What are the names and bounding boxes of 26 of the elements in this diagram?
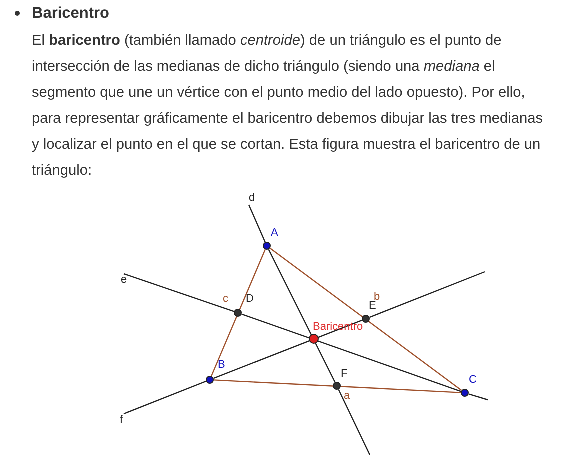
median-line xyxy=(242,314,462,392)
line-name: d xyxy=(249,192,256,204)
line-name: e xyxy=(121,274,128,286)
median-line xyxy=(468,394,488,401)
point-label: E xyxy=(369,301,376,312)
point-label: D xyxy=(246,294,254,305)
side-label: a xyxy=(344,391,350,402)
triangle-side xyxy=(214,380,462,394)
heading: Baricentro xyxy=(32,4,110,24)
point-label: B xyxy=(218,360,226,371)
side-label: b xyxy=(374,292,380,303)
point-label: F xyxy=(341,369,348,380)
median-line xyxy=(370,271,486,318)
point-label: C xyxy=(469,375,477,386)
median-line xyxy=(268,249,336,383)
paragraph: El baricentro (también llamado centroide) de un triángulo es el punto de intersección de las medianas de dicho triángulo (siendo una mediana el segmento que une un vértice con el punto medio del lado opuesto). Por ello, para representar gráficamente el baricentro debemos dibujar las tres medianas y localizar el punto en el que se cortan. Esta figura muestra el baricentro de un triángulo: xyxy=(32,32,544,181)
median-line xyxy=(214,320,362,380)
median-line xyxy=(124,380,206,415)
median-line xyxy=(124,273,234,312)
median-line xyxy=(338,389,371,456)
triangle-side xyxy=(211,249,266,377)
median-line xyxy=(248,204,266,243)
triangle-side xyxy=(270,248,462,392)
side-label: c xyxy=(223,294,228,305)
line-name: f xyxy=(120,414,124,426)
point-label: A xyxy=(271,228,278,239)
